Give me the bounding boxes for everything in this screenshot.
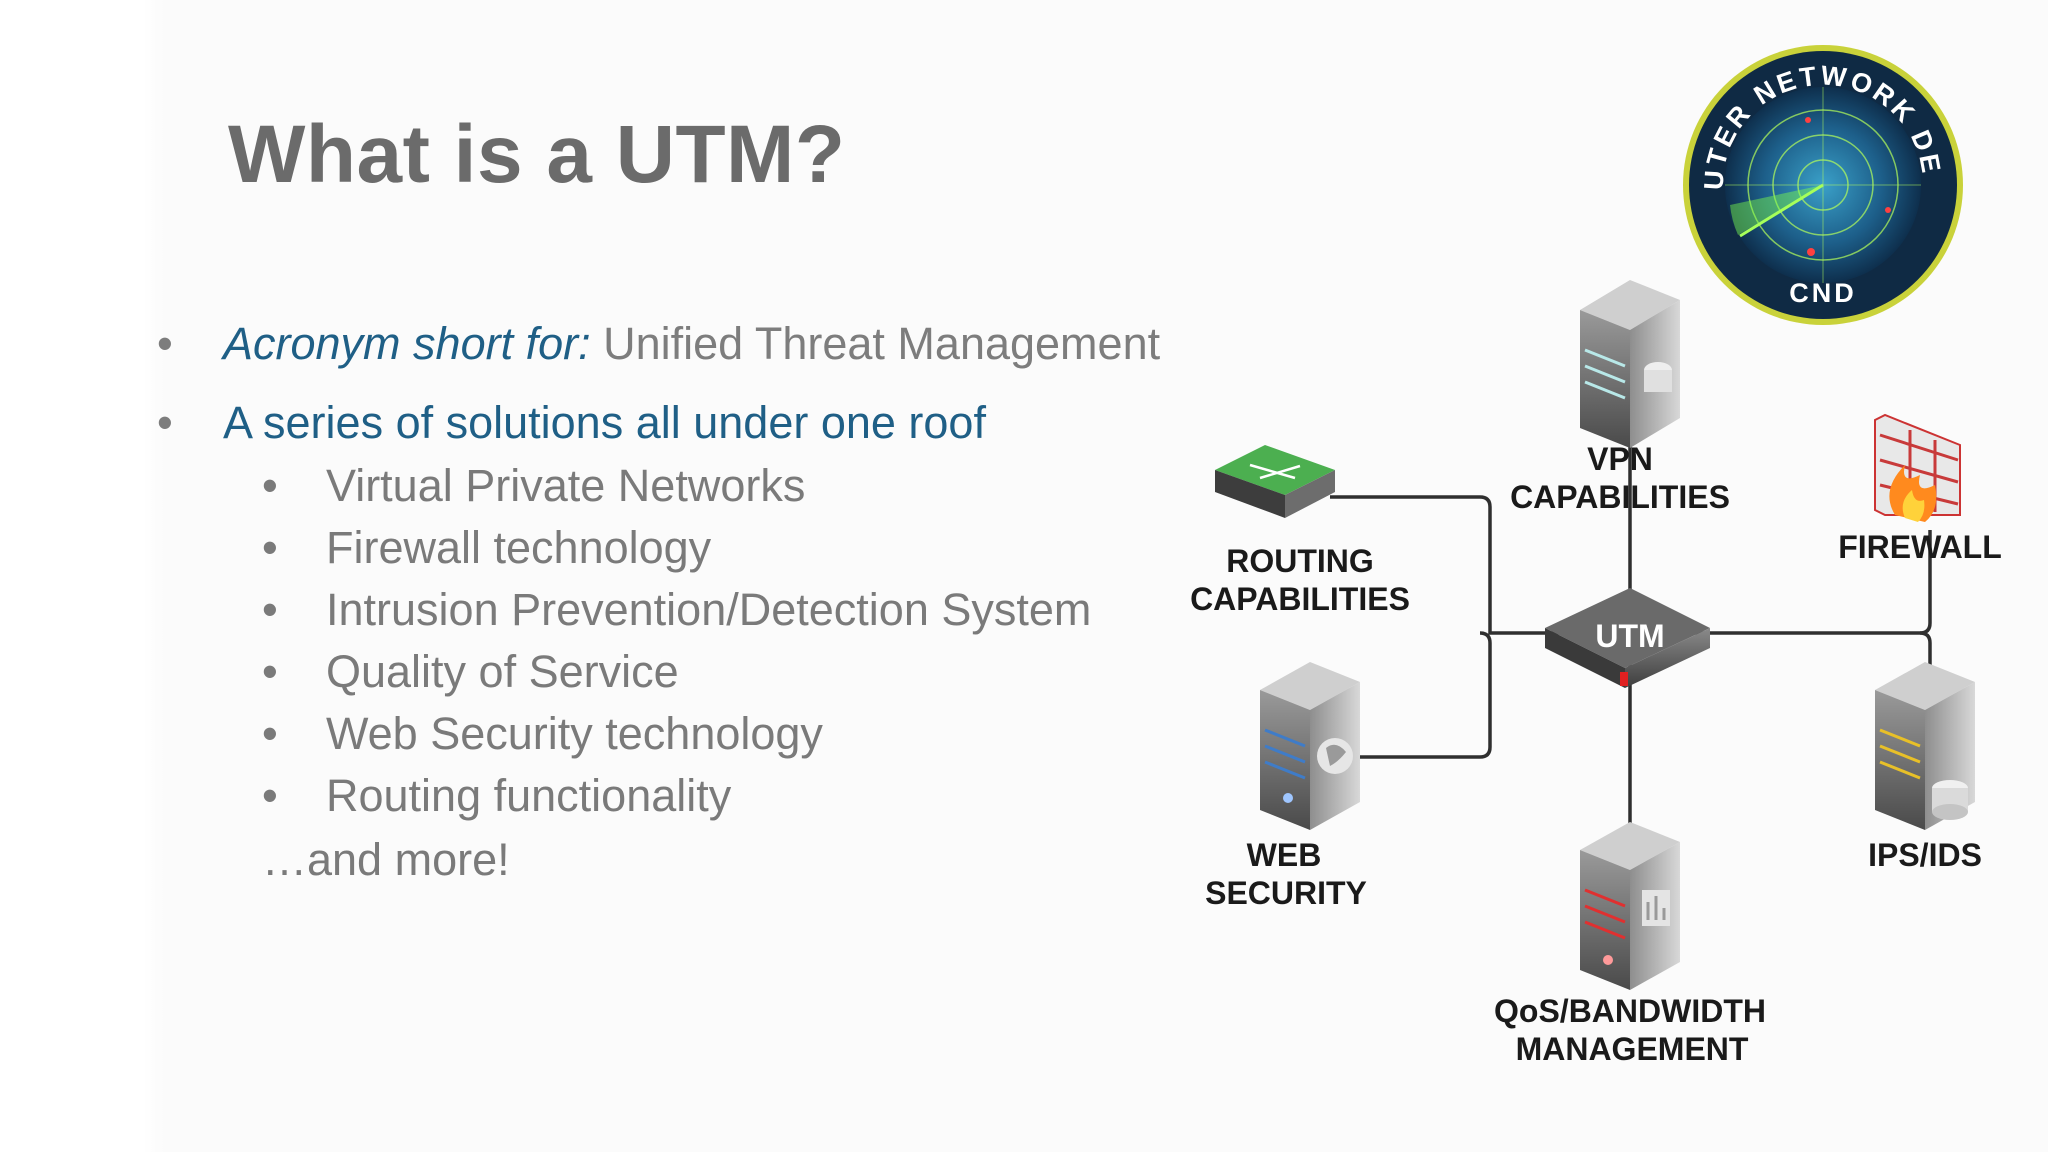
web-security-server-icon bbox=[1260, 662, 1360, 830]
bullet-prefix: Acronym short for: bbox=[223, 318, 591, 369]
bullet-dot: • bbox=[262, 460, 278, 511]
bullet-dot: • bbox=[157, 397, 173, 448]
bullet-dot: • bbox=[262, 708, 278, 759]
sub-bullet-text: Firewall technology bbox=[326, 522, 712, 573]
utm-appliance-icon bbox=[1545, 588, 1710, 688]
bullet-dot: • bbox=[262, 522, 278, 573]
web-label-2: SECURITY bbox=[1205, 875, 1367, 911]
utm-hub-label: UTM bbox=[1595, 618, 1664, 654]
web-label-1: WEB bbox=[1247, 837, 1322, 873]
sub-bullet-text: Virtual Private Networks bbox=[326, 460, 806, 511]
bullet-text: A series of solutions all under one roof bbox=[223, 397, 986, 448]
sub-bullet-text: Quality of Service bbox=[326, 646, 679, 697]
router-icon bbox=[1215, 445, 1335, 518]
routing-label-2: CAPABILITIES bbox=[1190, 581, 1410, 617]
firewall-label: FIREWALL bbox=[1838, 529, 2002, 565]
qos-server-icon bbox=[1580, 822, 1680, 990]
vpn-label-1: VPN bbox=[1587, 441, 1653, 477]
bullet-dot: • bbox=[262, 770, 278, 821]
bullet-dot: • bbox=[262, 646, 278, 697]
sub-bullet-text: Intrusion Prevention/Detection System bbox=[326, 584, 1092, 635]
qos-label-1: QoS/BANDWIDTH bbox=[1494, 993, 1766, 1029]
routing-label-1: ROUTING bbox=[1226, 543, 1374, 579]
logo-bottom-text: CND bbox=[1789, 278, 1857, 308]
slide-title: What is a UTM? bbox=[228, 109, 846, 200]
utm-network-diagram: VPN CAPABILITIES ROUTING CAPABILITIES bbox=[1190, 280, 2002, 1067]
bullet-dot: • bbox=[262, 584, 278, 635]
ips-ids-server-icon bbox=[1875, 662, 1975, 830]
sub-bullet-text: Routing functionality bbox=[326, 770, 732, 821]
cnd-logo: COMPUTER NETWORK DEFENCE CND bbox=[1678, 40, 1963, 325]
vpn-server-icon bbox=[1580, 280, 1680, 448]
bullet-text: Unified Threat Management bbox=[590, 318, 1161, 369]
sub-bullet-text: Web Security technology bbox=[326, 708, 823, 759]
vpn-label-2: CAPABILITIES bbox=[1510, 479, 1730, 515]
and-more-text: …and more! bbox=[262, 834, 510, 885]
bullet-dot: • bbox=[157, 318, 173, 369]
firewall-icon bbox=[1874, 413, 1961, 522]
qos-label-2: MANAGEMENT bbox=[1516, 1031, 1749, 1067]
ips-label: IPS/IDS bbox=[1868, 837, 1982, 873]
